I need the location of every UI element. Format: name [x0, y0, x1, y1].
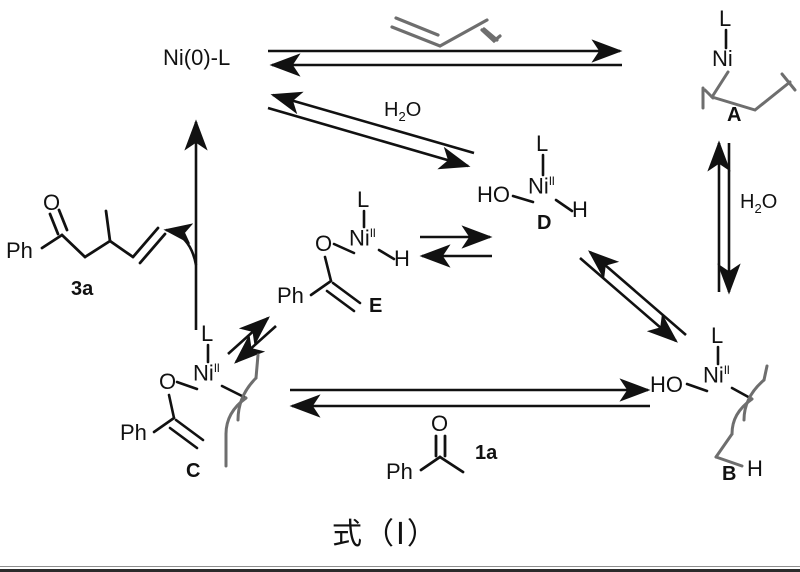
structure-E-name: E: [369, 295, 383, 317]
structure-D-bonds: [511, 153, 574, 213]
product-3a-name: 3a: [71, 278, 94, 300]
figure-caption: 式（I）: [332, 517, 439, 552]
ketone-1a-bonds: [419, 434, 465, 474]
structure-D-hydroxide-label: HO: [477, 182, 510, 207]
product-3a-bonds: [40, 208, 167, 265]
structure-E-phenyl-label: Ph: [277, 283, 304, 308]
structure-B-hydroxide-label: HO: [650, 372, 683, 397]
structure-B-hydrogen-label: H: [747, 456, 763, 481]
product-3a-phenyl-label: Ph: [6, 238, 33, 263]
water-label-right: H2O: [740, 191, 778, 216]
ketone-1a-name: 1a: [475, 442, 498, 464]
ketone-1a-phenyl-label: Ph: [386, 459, 413, 484]
arrow-E-to-D: [419, 225, 493, 268]
arrow-catalyst-to-A: [268, 39, 623, 77]
structure-E-hydride-label: H: [394, 246, 410, 271]
bottom-hairline: [0, 566, 800, 567]
structure-D-name: D: [537, 212, 552, 234]
structure-B-metal-label: NiII: [703, 362, 730, 388]
structure-D-hydride-label: H: [572, 197, 588, 222]
arrow-D-to-catalyst: [267, 91, 475, 170]
structure-C-ligand-label: L: [201, 321, 214, 346]
butadiene-molecule: [390, 16, 502, 48]
arrow-D-to-B: [579, 250, 687, 343]
arrow-product-release: [163, 223, 198, 266]
structure-C-name: C: [186, 460, 201, 482]
product-3a-oxygen-label: O: [43, 190, 61, 215]
structure-C-phenyl-label: Ph: [120, 420, 147, 445]
structure-E-oxygen-label: O: [315, 231, 333, 256]
structure-D-metal-label: NiII: [528, 173, 555, 199]
catalyst-label: Ni(0)-L: [163, 45, 231, 70]
structure-C-metal-label: NiII: [193, 360, 220, 386]
structure-A-ligand-label: L: [719, 6, 732, 31]
structure-C-bonds: [152, 343, 260, 468]
arrow-A-to-B: [707, 140, 741, 295]
structure-C-oxygen-label: O: [159, 369, 177, 394]
water-label-top: H2O: [384, 99, 422, 124]
structure-E-bonds: [309, 209, 396, 313]
structure-A-metal-label: Ni: [712, 46, 733, 71]
ketone-1a-oxygen-label: O: [431, 411, 449, 436]
structure-A-bonds: [701, 28, 797, 112]
bottom-rule: [0, 569, 800, 572]
arrow-C-to-B: [289, 378, 651, 418]
structure-E-ligand-label: L: [357, 187, 370, 212]
structure-B-bonds: [685, 345, 769, 468]
arrow-C-to-E: [227, 316, 277, 364]
structure-A-name: A: [727, 104, 742, 126]
structure-D-ligand-label: L: [536, 131, 549, 156]
structure-E-metal-label: NiII: [349, 225, 376, 251]
structure-B-ligand-label: L: [711, 323, 724, 348]
structure-B-name: B: [722, 463, 737, 485]
